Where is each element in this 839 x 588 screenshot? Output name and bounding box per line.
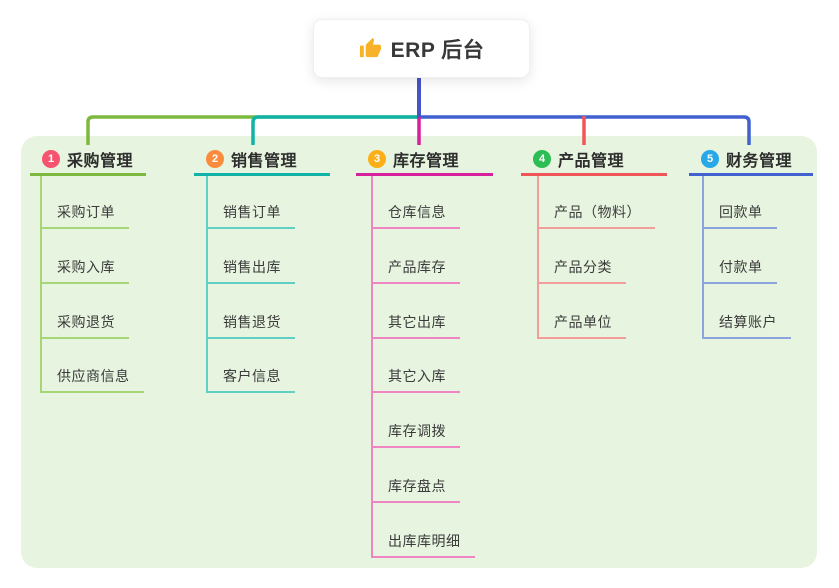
child-node[interactable]: 回款单 — [702, 200, 777, 229]
child-node[interactable]: 采购订单 — [40, 200, 129, 229]
root-title: ERP 后台 — [390, 38, 485, 62]
child-node[interactable]: 产品库存 — [371, 255, 460, 284]
child-node[interactable]: 产品单位 — [537, 310, 626, 339]
branch-label: 销售管理 — [231, 153, 298, 170]
branch-label: 采购管理 — [67, 153, 134, 170]
child-node[interactable]: 销售订单 — [206, 200, 295, 229]
branch-node-finance[interactable]: 5 财务管理 — [689, 145, 813, 176]
child-node[interactable]: 其它入库 — [371, 364, 460, 393]
child-node[interactable]: 付款单 — [702, 255, 777, 284]
child-node[interactable]: 采购退货 — [40, 310, 129, 339]
child-node[interactable]: 产品（物料） — [537, 200, 655, 229]
branch-node-sales[interactable]: 2 销售管理 — [194, 145, 330, 176]
child-node[interactable]: 出库库明细 — [371, 529, 475, 558]
thumbs-up-icon — [359, 37, 381, 58]
branch-number-badge: 3 — [368, 150, 386, 168]
branch-node-purchase[interactable]: 1 采购管理 — [30, 145, 146, 176]
child-node[interactable]: 供应商信息 — [40, 364, 144, 393]
branch-label: 财务管理 — [726, 153, 793, 170]
child-node[interactable]: 其它出库 — [371, 310, 460, 339]
branch-number-badge: 4 — [533, 150, 551, 168]
child-node[interactable]: 销售退货 — [206, 310, 295, 339]
branch-node-inventory[interactable]: 3 库存管理 — [356, 145, 493, 176]
child-node[interactable]: 库存盘点 — [371, 474, 460, 503]
child-node[interactable]: 销售出库 — [206, 255, 295, 284]
child-node[interactable]: 库存调拨 — [371, 419, 460, 448]
branches-background-panel — [21, 136, 817, 568]
branch-number-badge: 2 — [206, 150, 224, 168]
branch-number-badge: 1 — [42, 150, 60, 168]
child-node[interactable]: 客户信息 — [206, 364, 295, 393]
branch-label: 库存管理 — [393, 153, 460, 170]
child-node[interactable]: 仓库信息 — [371, 200, 460, 229]
child-node[interactable]: 产品分类 — [537, 255, 626, 284]
branch-label: 产品管理 — [558, 153, 625, 170]
branch-number-badge: 5 — [701, 150, 719, 168]
root-node[interactable]: ERP 后台 — [313, 19, 530, 78]
branch-node-product[interactable]: 4 产品管理 — [521, 145, 667, 176]
child-node[interactable]: 结算账户 — [702, 310, 791, 339]
child-node[interactable]: 采购入库 — [40, 255, 129, 284]
